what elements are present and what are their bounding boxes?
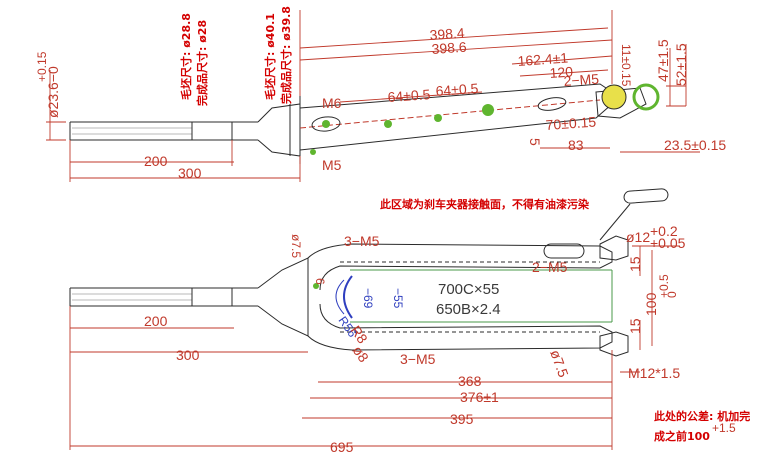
dim-dia-12-tol-a: +0.2 [650,223,678,239]
note-finish-size-2: 完成品尺寸: ø39.8 [279,6,293,104]
dim-70: 70±0.15 [545,113,597,132]
detail-tab [623,188,669,204]
side-view-holes [310,83,660,155]
note-tol-b: 成之前100 [654,429,710,443]
dim-52: 52±1.5 [673,43,689,86]
dim-395: 395 [450,411,474,427]
front-view-dimensions [69,245,680,450]
dim-3m5-a: 3−M5 [344,233,380,249]
front-view-arcs [313,275,353,319]
dim-dia-7-5-b: ø7.5 [547,348,572,380]
wheel-650: 650B×2.4 [436,301,501,318]
note-blank-size-2: 毛坯尺寸: ø40.1 [263,13,277,100]
steerer-hatch [72,127,192,135]
dim-dia-12-tol-b: +0.05 [650,235,686,251]
green-hole-marker-icon [313,283,319,289]
axle-circle [601,84,627,110]
green-hole-marker-icon [632,83,660,111]
dim-83: 83 [568,137,584,153]
dim-398-6: 398.6 [431,39,467,57]
green-hole-marker-icon [384,120,392,128]
dim-m6: M6 [322,95,342,111]
green-hole-marker-icon [482,104,494,116]
blue-69: −69 [361,288,375,309]
note-blank-size: 毛坯尺寸: ø28.8 [179,13,193,100]
dim-64-b: 64±0.5 [435,80,479,99]
blue-arc-icon [335,279,345,315]
note-brake-area: 此区域为刹车夹器接触面，不得有油漆污染 [380,197,590,211]
dim-5: 5 [527,138,543,146]
dim-15-b: 15 [627,318,643,334]
wheel-700: 700C×55 [438,281,499,298]
dim-100-tol-b: 0 [665,291,679,298]
dim-m5-top: M5 [322,157,342,173]
dim-steerer-tol: +0.15 [35,51,49,82]
note-tol-a: 此处的公差: 机加完 [654,409,750,423]
note-finish-size: 完成品尺寸: ø28 [195,20,209,106]
dim-23-5: 23.5±0.15 [664,137,726,153]
dim-dia-7-5-a: ø7.5 [289,234,303,258]
green-hole-marker-icon [434,114,442,122]
dim-376: 376±1 [460,389,499,405]
dim-6-label: 6 [313,278,327,285]
dim-3m5-b: 3−M5 [400,351,436,367]
dim-m12: M12*1.5 [628,365,680,381]
dim-100: 100 [643,292,659,316]
dim-120: 120 [549,63,574,81]
dim-300-top: 300 [178,165,202,181]
dim-398-4: 398.4 [429,25,465,43]
dim-47: 47±1.5 [655,39,671,82]
dim-2m5-b: 2−M5 [532,259,568,275]
front-view [69,188,669,357]
dim-dia-12: ø12 [626,229,650,245]
dim-162-4: 162.4±1 [517,49,569,68]
dim-11: 11±0.15 [619,44,633,87]
blue-arc-icon [343,275,353,319]
dim-695: 695 [330,439,354,455]
dim-200-bot: 200 [144,313,168,329]
note-tol-c: +1.5 [712,421,736,435]
dim-15-a: 15 [627,256,643,272]
blue-55: −55 [391,288,405,309]
dim-200-top: 200 [144,153,168,169]
dim-64-a: 64±0.5 [387,86,431,105]
dim-2m5-top: 2−M5 [563,71,600,89]
dim-100-tol: +0.5 [657,274,671,298]
green-hole-marker-icon [322,120,330,128]
dim-368: 368 [458,373,482,389]
side-view [69,83,647,164]
side-view-dimensions [46,10,700,182]
dim-dia-8: ø8 [350,343,373,366]
green-hole-marker-icon [310,149,316,155]
steerer-hatch-front [72,293,192,301]
dim-300-bot: 300 [176,347,200,363]
dim-steerer-dia-top: ø23.6−0 [45,66,61,118]
